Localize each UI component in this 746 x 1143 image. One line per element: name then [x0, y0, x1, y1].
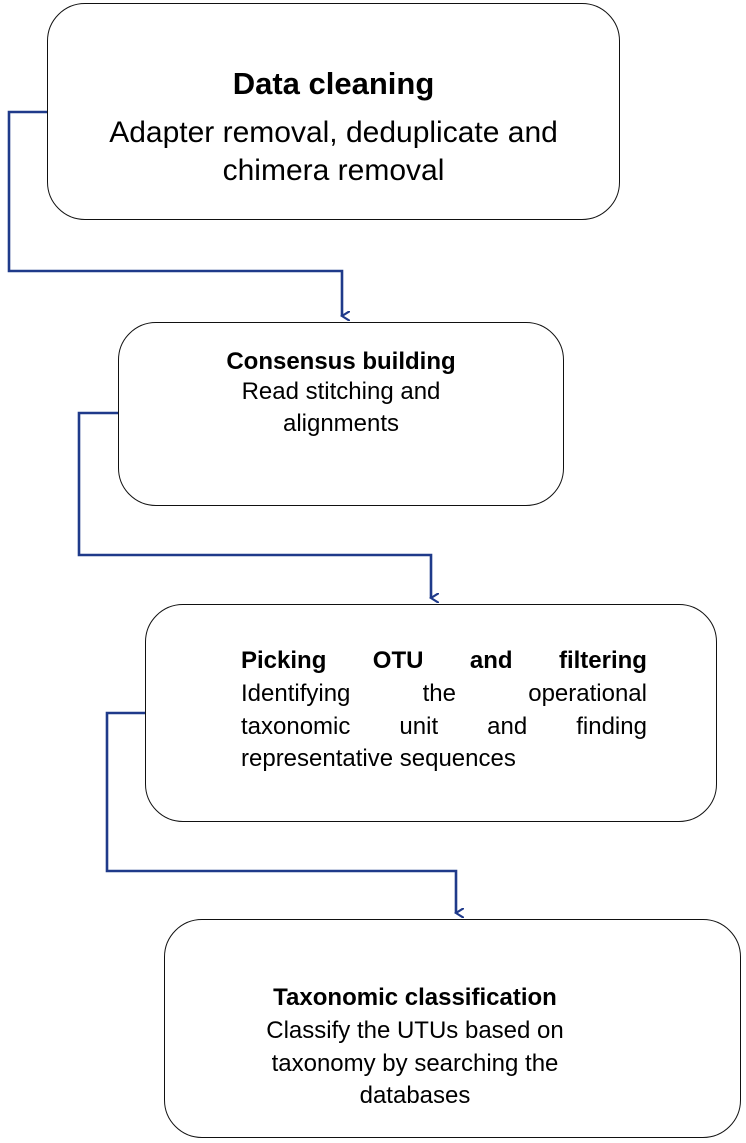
description-word: finding [576, 713, 647, 740]
step-description-line: taxonomic unit and finding [241, 713, 647, 741]
step-description-line: representative sequences [241, 745, 647, 773]
description-word: unit [399, 713, 439, 740]
description-word: the [422, 680, 456, 707]
description-word: taxonomic [241, 713, 351, 740]
connector-arrow-1-to-2 [7, 110, 342, 316]
step-description-line: Read stitching and [241, 378, 441, 405]
description-word: representative sequences [241, 745, 516, 772]
step-title: Picking OTU and filtering [241, 647, 647, 675]
title-word: Picking [241, 647, 327, 674]
connector-arrow-2-to-3 [77, 411, 431, 598]
step-description-line: alignments [282, 410, 400, 437]
step-box-consensus-building: Consensus building Read stitching and al… [118, 322, 564, 506]
step-box-taxonomic-classification: Taxonomic classification Classify the UT… [164, 919, 741, 1138]
step-title: Consensus building [226, 348, 456, 375]
step-description-line: Adapter removal, deduplicate and [109, 116, 558, 149]
connector-arrow-3-to-4 [105, 711, 456, 913]
description-word: and [487, 713, 528, 740]
step-description-line: chimera removal [222, 154, 445, 187]
step-title: Data cleaning [232, 66, 435, 101]
description-word: Identifying [241, 680, 351, 707]
step-box-data-cleaning: Data cleaning Adapter removal, deduplica… [47, 3, 620, 220]
step-description-line: Identifying the operational [241, 680, 647, 708]
step-title: Taxonomic classification [273, 984, 557, 1011]
step-description-line: databases [359, 1082, 471, 1109]
title-word: filtering [558, 647, 647, 674]
description-word: operational [528, 680, 647, 707]
step-description-line: Classify the UTUs based on [266, 1017, 564, 1044]
step-description-line: taxonomy by searching the [271, 1050, 559, 1077]
title-word: and [469, 647, 513, 674]
title-word: OTU [372, 647, 424, 674]
step-box-picking-otu: Picking OTU and filtering Identifying th… [145, 604, 717, 822]
